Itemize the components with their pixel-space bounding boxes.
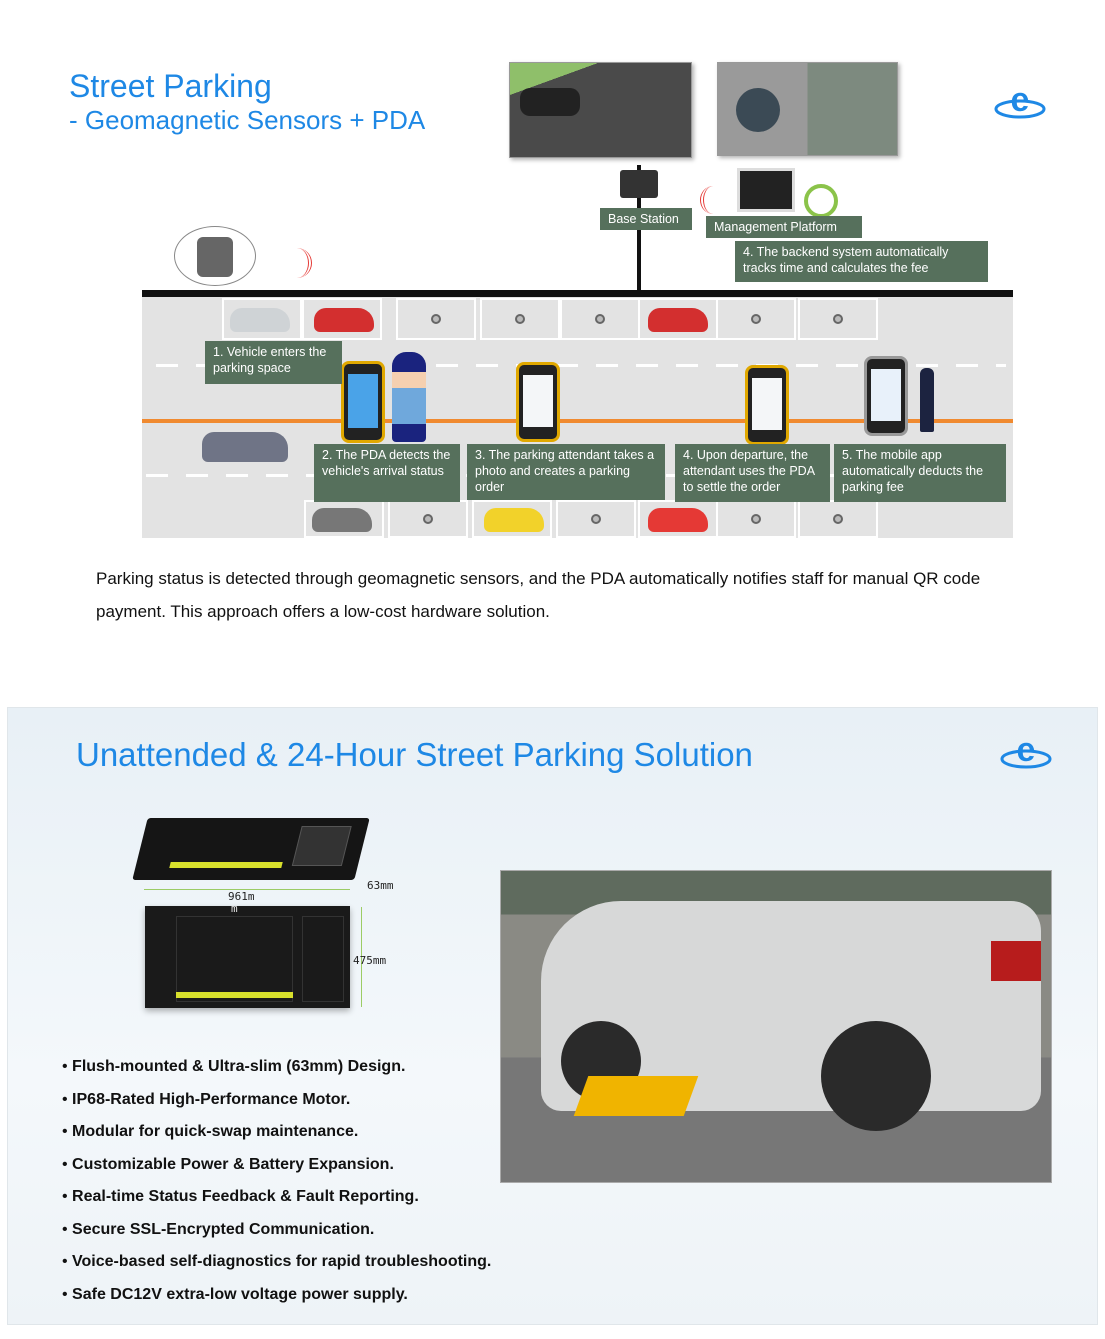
sensor-dot bbox=[595, 314, 605, 324]
label-step1: 1. Vehicle enters the parking space bbox=[205, 341, 342, 384]
signal-waves-icon bbox=[700, 186, 726, 214]
sensor-dot bbox=[751, 314, 761, 324]
sensor-dot bbox=[423, 514, 433, 524]
sensor-dot bbox=[591, 514, 601, 524]
pda-icon bbox=[341, 361, 385, 443]
sensor-dot bbox=[431, 314, 441, 324]
moving-car-icon bbox=[202, 432, 288, 462]
dimension-line-width bbox=[144, 889, 350, 890]
base-station-icon bbox=[620, 170, 658, 198]
page-title: Street Parking bbox=[69, 68, 272, 104]
feature-item: Safe DC12V extra-low voltage power suppl… bbox=[62, 1284, 491, 1317]
sensor-dot bbox=[751, 514, 761, 524]
road-boundary bbox=[142, 290, 1013, 297]
sensor-dot bbox=[515, 314, 525, 324]
dimension-width-tail: m bbox=[231, 902, 238, 915]
svg-text:e: e bbox=[1011, 83, 1030, 119]
feature-item: IP68-Rated High-Performance Motor. bbox=[62, 1089, 491, 1122]
parking-lock-device-top bbox=[145, 906, 350, 1008]
dimension-line-depth bbox=[361, 907, 362, 1007]
signal-waves-icon bbox=[282, 248, 312, 278]
label-step4-departure: 4. Upon departure, the attendant uses th… bbox=[675, 444, 830, 502]
stopwatch-icon bbox=[804, 184, 838, 218]
label-step4-backend: 4. The backend system automatically trac… bbox=[735, 241, 988, 282]
dimension-height: 63mm bbox=[367, 879, 394, 892]
label-step3: 3. The parking attendant takes a photo a… bbox=[467, 444, 665, 500]
description-text: Parking status is detected through geoma… bbox=[96, 569, 981, 621]
feature-item: Modular for quick-swap maintenance. bbox=[62, 1121, 491, 1154]
smartphone-icon bbox=[864, 356, 908, 436]
label-step5: 5. The mobile app automatically deducts … bbox=[834, 444, 1006, 502]
label-management-platform: Management Platform bbox=[706, 216, 862, 238]
section-title: Unattended & 24-Hour Street Parking Solu… bbox=[76, 736, 753, 773]
sensor-bubble-icon bbox=[174, 226, 256, 286]
label-step2: 2. The PDA detects the vehicle's arrival… bbox=[314, 444, 460, 502]
feature-item: Flush-mounted & Ultra-slim (63mm) Design… bbox=[62, 1056, 491, 1089]
feature-item: Real-time Status Feedback & Fault Report… bbox=[62, 1186, 491, 1219]
parking-lot-photo bbox=[509, 62, 692, 158]
parking-lock-device-perspective bbox=[132, 818, 370, 880]
feature-item: Customizable Power & Battery Expansion. bbox=[62, 1154, 491, 1187]
svg-text:e: e bbox=[1017, 733, 1036, 769]
feature-item: Voice-based self-diagnostics for rapid t… bbox=[62, 1251, 491, 1284]
pda-icon bbox=[745, 365, 789, 445]
businessman-icon bbox=[920, 368, 934, 432]
sensor-street-photo bbox=[717, 62, 898, 156]
feature-item: Secure SSL-Encrypted Communication. bbox=[62, 1219, 491, 1252]
brand-logo-icon: e bbox=[1000, 733, 1052, 769]
label-base-station: Base Station bbox=[600, 208, 692, 230]
computer-icon bbox=[737, 168, 795, 212]
attendant-icon bbox=[392, 352, 426, 442]
brand-logo-icon: e bbox=[994, 83, 1046, 119]
sensor-dot bbox=[833, 514, 843, 524]
pda-icon bbox=[516, 362, 560, 442]
feature-list: Flush-mounted & Ultra-slim (63mm) Design… bbox=[62, 1056, 491, 1316]
page-subtitle: - Geomagnetic Sensors + PDA bbox=[69, 105, 426, 135]
dimension-depth: 475mm bbox=[353, 954, 387, 967]
installed-parking-lock-photo bbox=[500, 870, 1052, 1183]
dimension-width: 961m bbox=[228, 890, 255, 903]
sensor-dot bbox=[833, 314, 843, 324]
